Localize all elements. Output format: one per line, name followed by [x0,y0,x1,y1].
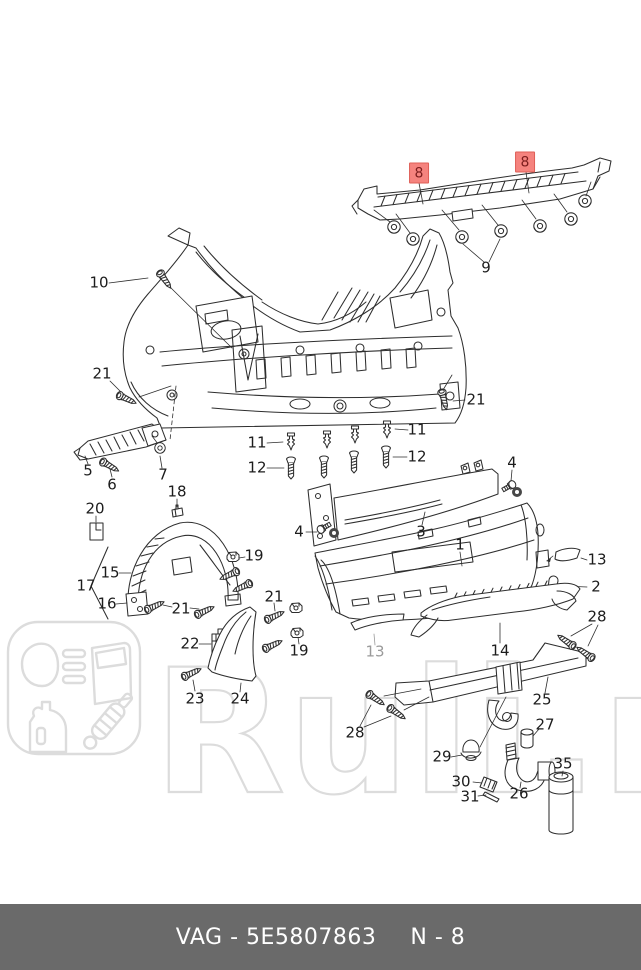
part-callout-22: 22 [180,634,200,653]
part-callout-6: 6 [107,475,117,494]
group-17-brace [90,546,109,620]
part-callout-21-mid: 21 [264,587,284,606]
part-callout-23: 23 [185,689,205,708]
part-1-bumper [314,502,550,621]
part-callout-25: 25 [532,690,552,709]
part-callout-20: 20 [85,499,105,518]
part-callout-27: 27 [535,715,555,734]
part-callout-21-lower-left: 21 [171,599,191,618]
part-callout-35: 35 [553,754,573,773]
part-callout-16: 16 [97,594,117,613]
part-14-diffuser [410,580,581,644]
part-13-trim-right [546,547,588,562]
part-callout-26: 26 [509,784,529,803]
part-callout-21-right: 21 [466,390,486,409]
part-29-plug [450,696,507,762]
part-callout-28-left: 28 [345,723,365,742]
part-20-plate [89,522,104,541]
part-3-beam [307,459,499,547]
part-callout-12-right: 12 [407,447,427,466]
part-callout-11-right: 11 [407,420,427,439]
part-callout-14: 14 [490,641,510,660]
part-callout-21-upper-left: 21 [92,364,112,383]
part-8-bracket [351,157,612,222]
part-callout-18: 18 [167,482,187,501]
part-callout-11-left: 11 [247,433,267,452]
part-30-part-31 [472,776,500,803]
part-callout-8-right[interactable]: 8 [515,151,535,173]
part-callout-24: 24 [230,689,250,708]
part-callout-13-bottom: 13 [365,642,385,661]
car-body [122,227,467,429]
part-callout-29: 29 [432,747,452,766]
part-callout-12-left: 12 [247,458,267,477]
watermark-logo [6,620,142,756]
part-callout-7: 7 [158,465,168,484]
part-callout-2: 2 [591,577,601,596]
part-4-bolt-left [315,520,339,538]
part-callout-31: 31 [460,787,480,806]
part-callout-30: 30 [451,772,471,791]
part-callout-4-left: 4 [294,522,304,541]
part-callout-13-right: 13 [587,550,607,569]
part-13-strip-bottom [350,613,405,646]
part-callout-4-right: 4 [507,453,517,472]
part-callout-17: 17 [76,576,96,595]
footer-page-ref: N - 8 [410,924,466,950]
part-callout-9: 9 [481,258,491,277]
part-5-rail [73,423,167,461]
part-callout-10: 10 [89,273,109,292]
part-callout-8-left[interactable]: 8 [409,162,429,184]
part-callout-19-top: 19 [244,546,264,565]
part-callout-19-bottom: 19 [289,641,309,660]
part-callout-5: 5 [83,461,93,480]
part-24-mudflap [192,606,257,693]
footer-catalog-code: VAG - 5E5807863 [175,924,377,950]
part-4-bolt-right [500,478,522,497]
part-callout-28-right: 28 [587,607,607,626]
part-callout-3: 3 [416,522,426,541]
part-15-liner [125,521,242,617]
part-27-cap [520,728,540,749]
part-35-spray-can [548,770,574,835]
part-callout-15: 15 [100,563,120,582]
footer-bar: VAG - 5E5807863 N - 8 [0,904,641,970]
part-callout-1: 1 [455,535,465,554]
